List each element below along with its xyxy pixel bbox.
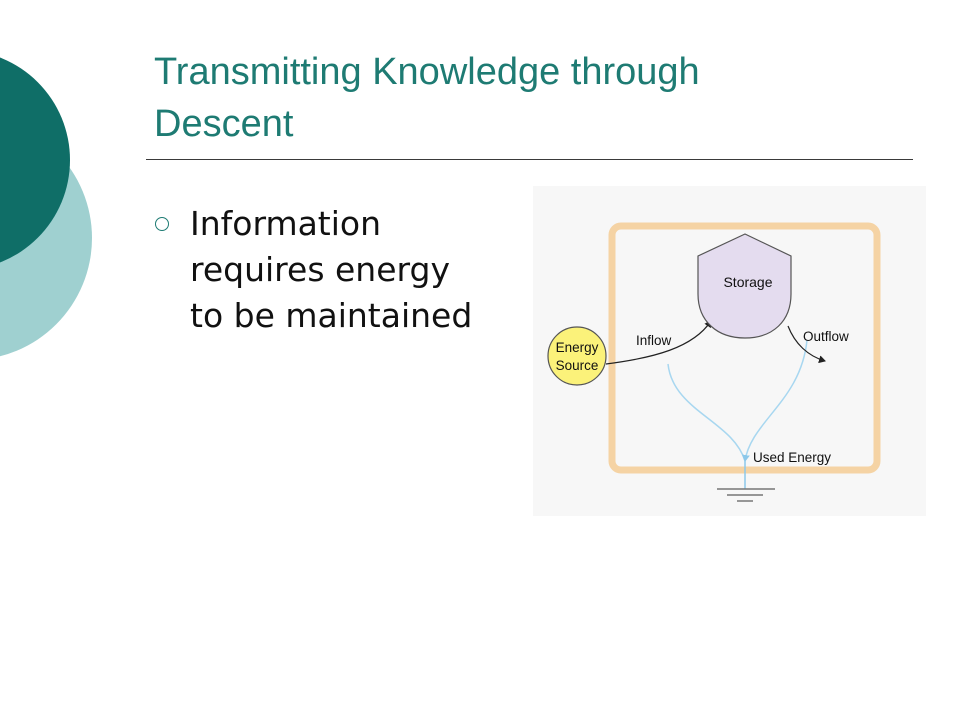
- ground-icon: [717, 461, 775, 502]
- energy-source-label-line-1: Energy: [556, 340, 599, 355]
- outflow-arrow: [787, 325, 826, 364]
- bullet-line-3: to be maintained: [190, 296, 473, 335]
- used-energy-flow-left: [667, 363, 746, 462]
- slide-title-line-2: Descent: [154, 103, 294, 145]
- energy-source-label-line-2: Source: [556, 358, 599, 373]
- bullet-circle-icon: [155, 217, 169, 231]
- used-energy-label: Used Energy: [753, 450, 831, 465]
- inflow-label: Inflow: [636, 333, 672, 348]
- energy-flow-diagram: Storage Energy Source Inflow Outflow Use…: [533, 186, 926, 516]
- used-energy-flow-right: [741, 339, 808, 462]
- bullet-item: Information requires energy to be mainta…: [155, 201, 535, 339]
- bullet-line-1: Information: [190, 204, 382, 243]
- bullet-line-2: requires energy: [190, 250, 450, 289]
- energy-source-node: [547, 326, 607, 386]
- slide-title: Transmitting Knowledge through Descent: [154, 46, 874, 150]
- outflow-label: Outflow: [803, 329, 849, 344]
- bullet-text: Information requires energy to be mainta…: [190, 201, 472, 339]
- title-divider: [146, 159, 913, 160]
- storage-node: [697, 233, 792, 339]
- inflow-arrow: [605, 320, 712, 365]
- decorative-circles: [0, 57, 92, 357]
- storage-label: Storage: [723, 274, 772, 290]
- decorative-circle-dark: [0, 57, 70, 263]
- slide-title-line-1: Transmitting Knowledge through: [154, 51, 700, 93]
